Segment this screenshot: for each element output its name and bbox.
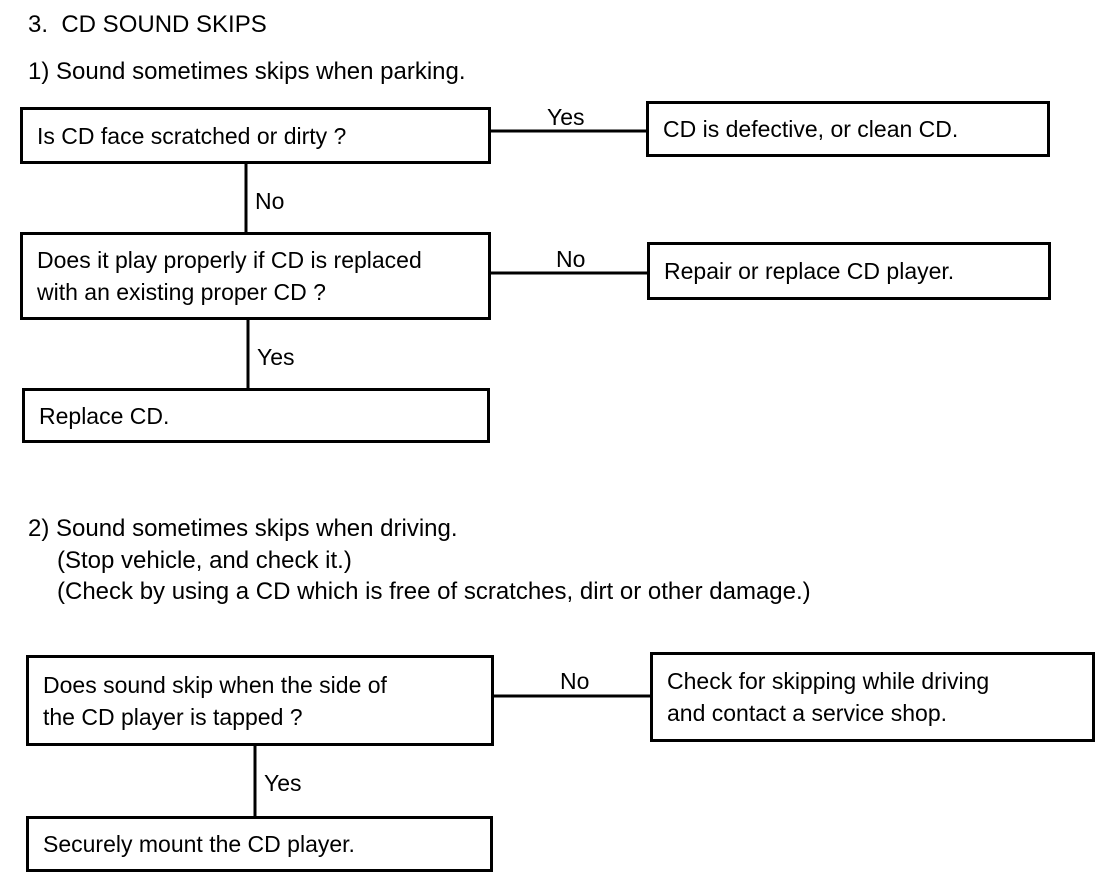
question-cd-face-box: Is CD face scratched or dirty ? — [20, 107, 491, 164]
label-s2q1-no: No — [560, 668, 590, 694]
section2-note-check: (Check by using a CD which is free of sc… — [57, 578, 811, 605]
label-q1-yes: Yes — [547, 104, 585, 130]
label-q2-yes: Yes — [257, 344, 295, 370]
page-title: 3. CD SOUND SKIPS — [28, 11, 267, 38]
question-tap-player-text: Does sound skip when the side of the CD … — [43, 671, 387, 730]
result-cd-defective-text: CD is defective, or clean CD. — [663, 116, 959, 142]
result-mount-player-text: Securely mount the CD player. — [43, 831, 355, 857]
result-contact-shop-text: Check for skipping while driving and con… — [667, 668, 990, 726]
section2-heading: 2) Sound sometimes skips when driving. — [28, 515, 458, 542]
result-replace-cd-text: Replace CD. — [39, 402, 170, 429]
question-replace-cd-box: Does it play properly if CD is replaced … — [20, 232, 491, 320]
section1-heading: 1) Sound sometimes skips when parking. — [28, 58, 466, 85]
section2-note-stop: (Stop vehicle, and check it.) — [57, 547, 352, 574]
label-s2q1-yes: Yes — [264, 770, 302, 796]
result-contact-shop-box: Check for skipping while driving and con… — [650, 652, 1095, 742]
result-mount-player-box: Securely mount the CD player. — [26, 816, 493, 872]
label-q2-no: No — [556, 246, 586, 272]
result-replace-cd-box: Replace CD. — [22, 388, 490, 443]
result-cd-defective-box: CD is defective, or clean CD. — [646, 101, 1050, 157]
question-tap-player-box: Does sound skip when the side of the CD … — [26, 655, 494, 746]
question-cd-face-text: Is CD face scratched or dirty ? — [37, 122, 347, 149]
question-replace-cd-text: Does it play properly if CD is replaced … — [37, 247, 422, 305]
result-repair-player-box: Repair or replace CD player. — [647, 242, 1051, 300]
label-q1-no: No — [255, 188, 285, 214]
result-repair-player-text: Repair or replace CD player. — [664, 258, 955, 284]
